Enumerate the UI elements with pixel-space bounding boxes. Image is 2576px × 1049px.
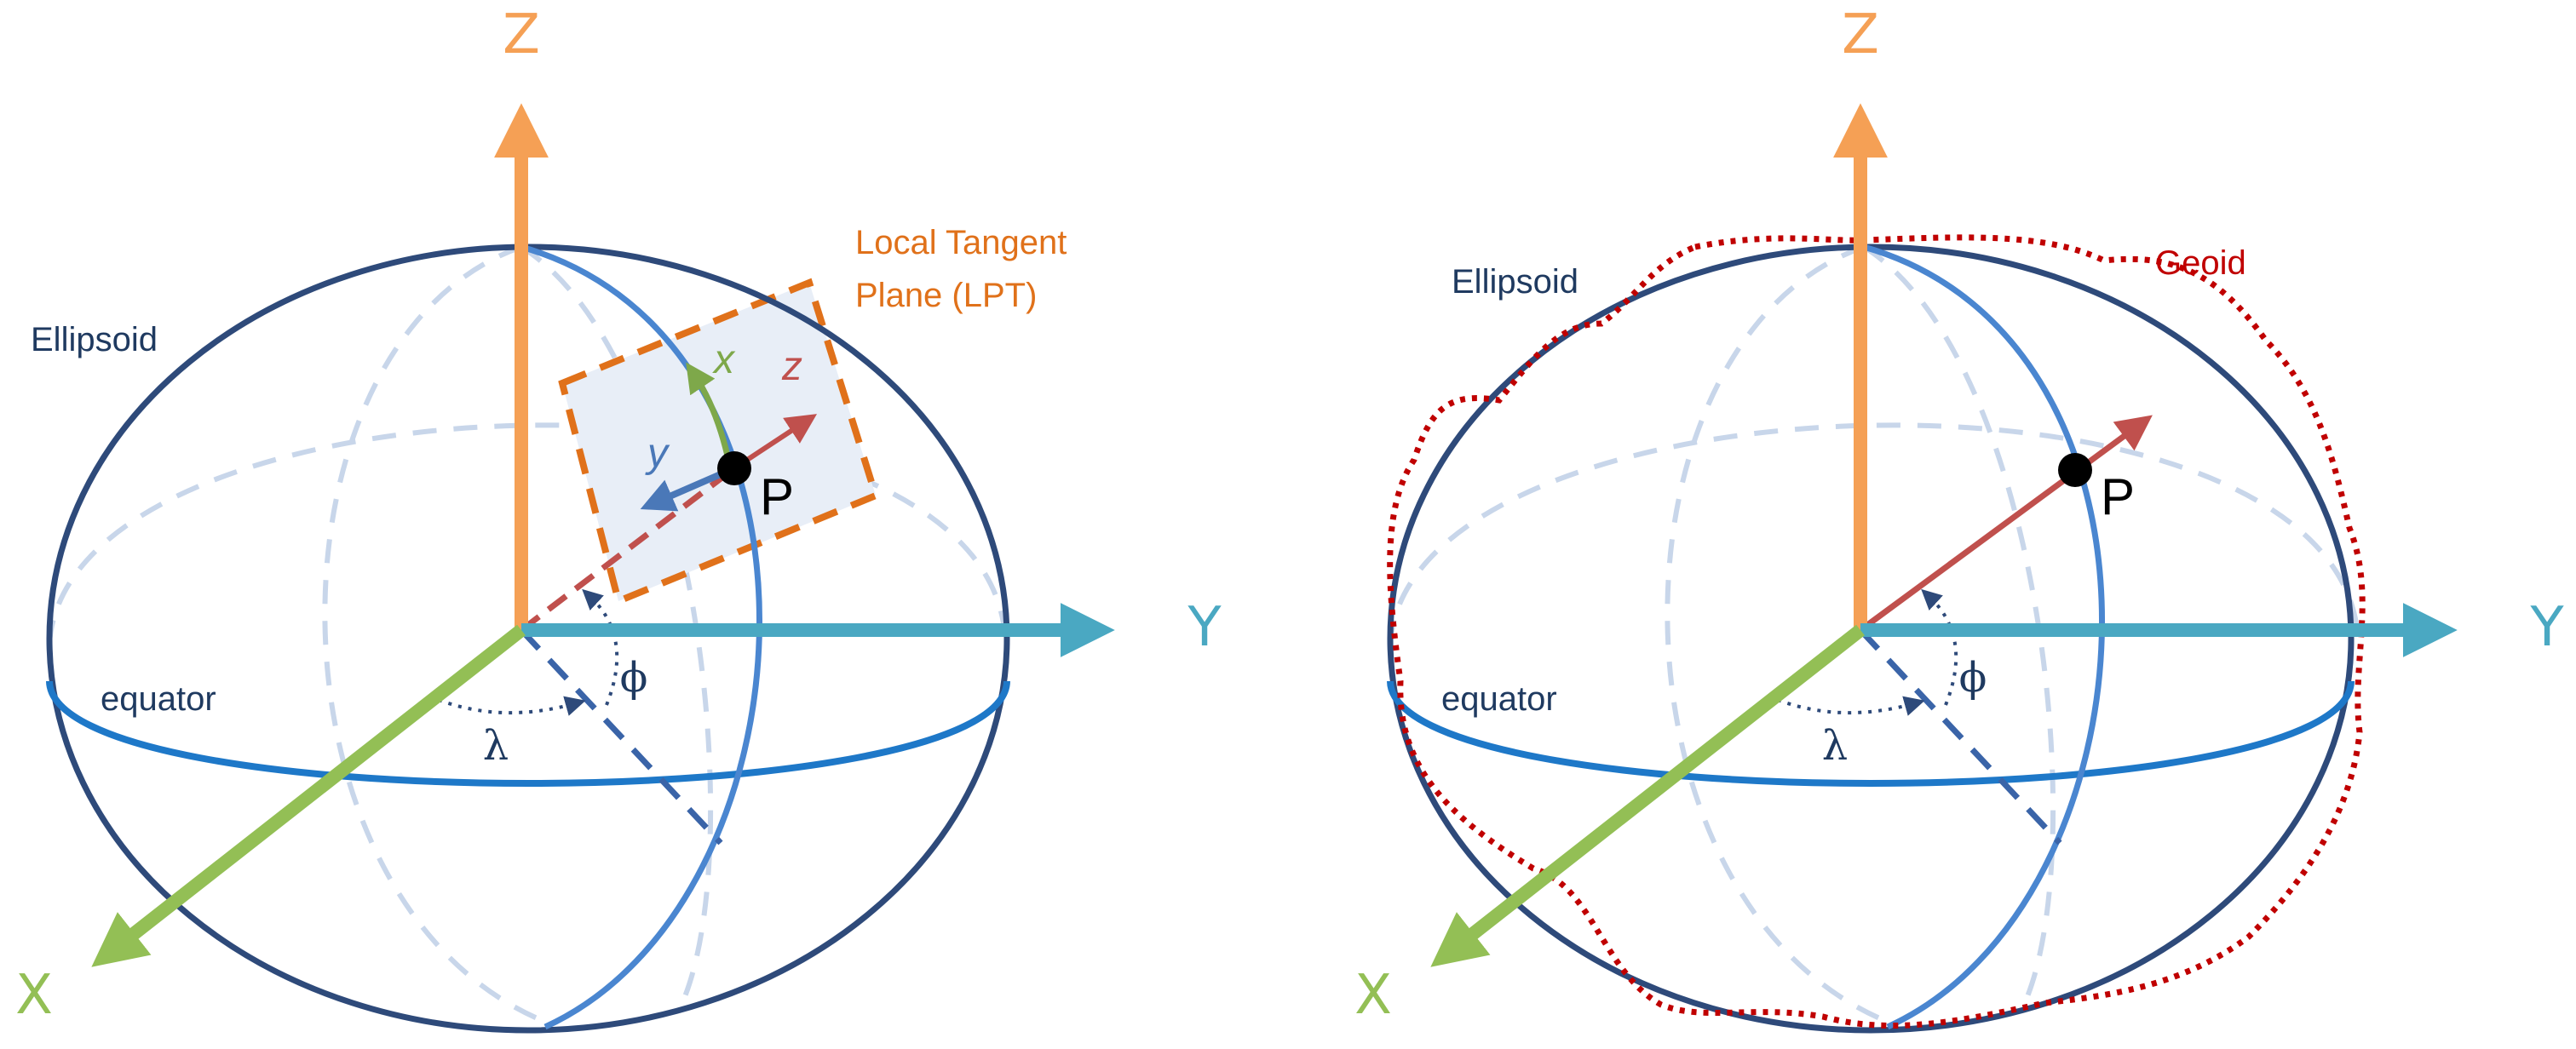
point-p-label: P (2101, 468, 2135, 525)
equator-label: equator (101, 680, 216, 718)
z-axis-label: Z (503, 3, 540, 66)
point-p-marker (717, 451, 751, 485)
lambda-arc (438, 696, 586, 716)
hidden-lines (47, 244, 1008, 1024)
x-axis-label: X (1354, 964, 1392, 1027)
lambda-arc (1777, 696, 1925, 716)
local-tangent-plane (558, 278, 880, 606)
phi-arc (582, 588, 619, 706)
lpt-label-line2: Plane (LPT) (855, 277, 1037, 314)
x-axis-label: X (15, 964, 53, 1027)
equator (46, 680, 1010, 787)
equator (1387, 680, 2355, 787)
lambda-label: λ (483, 722, 509, 770)
hidden-lines (1388, 244, 2360, 1024)
z-axis-label: Z (1842, 3, 1879, 66)
phi-label: ϕ (1959, 654, 1987, 702)
x-axis (91, 624, 526, 967)
position-vector (1858, 415, 2153, 633)
phi-label: ϕ (620, 654, 648, 702)
y-axis-label: Y (1187, 596, 1222, 659)
x-axis (1430, 624, 1865, 967)
local-x-label: x (712, 337, 736, 382)
local-x-vector (686, 362, 733, 464)
position-vector-hidden (519, 466, 737, 633)
projection-line (1858, 628, 2062, 846)
local-z-label: z (781, 344, 802, 389)
lambda-label: λ (1822, 722, 1848, 770)
point-p-marker (2058, 453, 2092, 487)
geoid-outline (1387, 234, 2366, 1029)
phi-arc (1921, 588, 1958, 706)
projection-line (519, 628, 723, 846)
ellipsoid-label: Ellipsoid (1452, 263, 1578, 301)
left-panel: Z Y X Ellipsoid equator λ ϕ P Local Tang… (15, 3, 1222, 1034)
point-p-label: P (760, 468, 794, 525)
local-y-label: y (645, 431, 670, 476)
y-axis-label: Y (2529, 596, 2564, 659)
geoid-label: Geoid (2155, 244, 2246, 282)
ellipsoid-label: Ellipsoid (31, 321, 158, 358)
equator-label: equator (1441, 680, 1557, 718)
right-panel: Z Y X Ellipsoid Geoid equator λ ϕ P (1354, 3, 2564, 1034)
lpt-label-line1: Local Tangent (855, 224, 1067, 261)
